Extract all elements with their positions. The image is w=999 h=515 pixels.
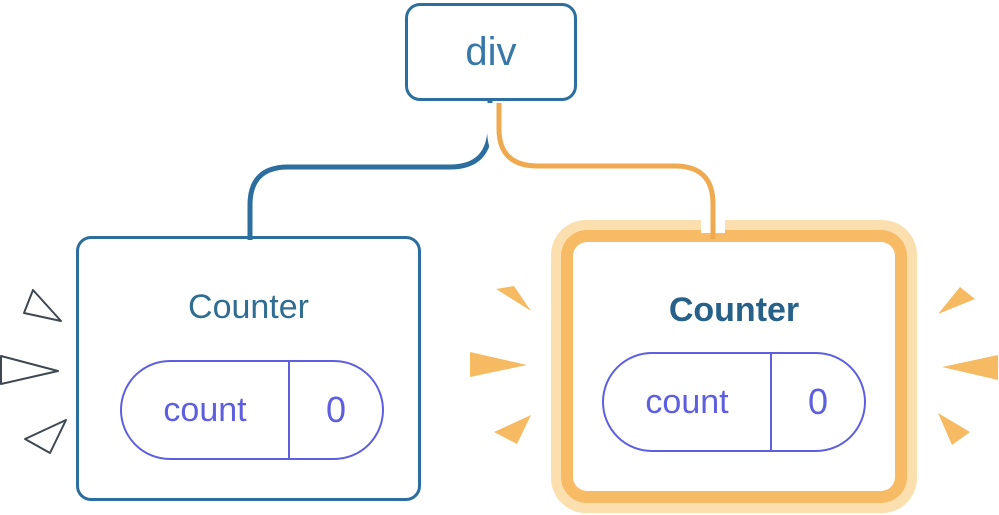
state-pill-left: count 0 bbox=[120, 360, 384, 460]
state-value-right: 0 bbox=[807, 381, 829, 422]
state-key-right: count bbox=[604, 354, 772, 450]
spark-burst-orange-left-icon bbox=[470, 286, 531, 444]
spark-white-bottom-icon bbox=[24, 419, 67, 454]
state-value-left: 0 bbox=[325, 389, 347, 430]
spark-burst-white-icon bbox=[0, 289, 67, 454]
spark-orange-top-icon bbox=[938, 287, 975, 314]
edge-root-to-left-counter bbox=[247, 101, 493, 240]
spark-white-top-icon bbox=[23, 289, 62, 322]
edge-casing bbox=[487, 103, 725, 233]
spark-white-middle-icon bbox=[0, 355, 59, 385]
spark-orange-top-icon bbox=[496, 286, 531, 311]
spark-burst-orange-right-icon bbox=[938, 287, 998, 445]
counter-card-right-highlighted: Counter count 0 bbox=[573, 242, 895, 491]
root-node-label: div bbox=[465, 30, 517, 74]
spark-orange-middle-icon bbox=[470, 352, 527, 377]
spark-orange-middle-icon bbox=[942, 355, 998, 380]
counter-card-left: Counter count 0 bbox=[76, 236, 421, 501]
spark-orange-bottom-icon bbox=[494, 415, 531, 444]
counter-title-right: Counter bbox=[668, 291, 800, 329]
counter-title-left: Counter bbox=[188, 288, 309, 326]
spark-orange-bottom-icon bbox=[938, 413, 970, 445]
state-key-left: count bbox=[122, 362, 290, 458]
state-pill-right: count 0 bbox=[602, 352, 866, 452]
root-node-div: div bbox=[405, 3, 577, 101]
edge-root-to-right-counter bbox=[496, 103, 716, 239]
